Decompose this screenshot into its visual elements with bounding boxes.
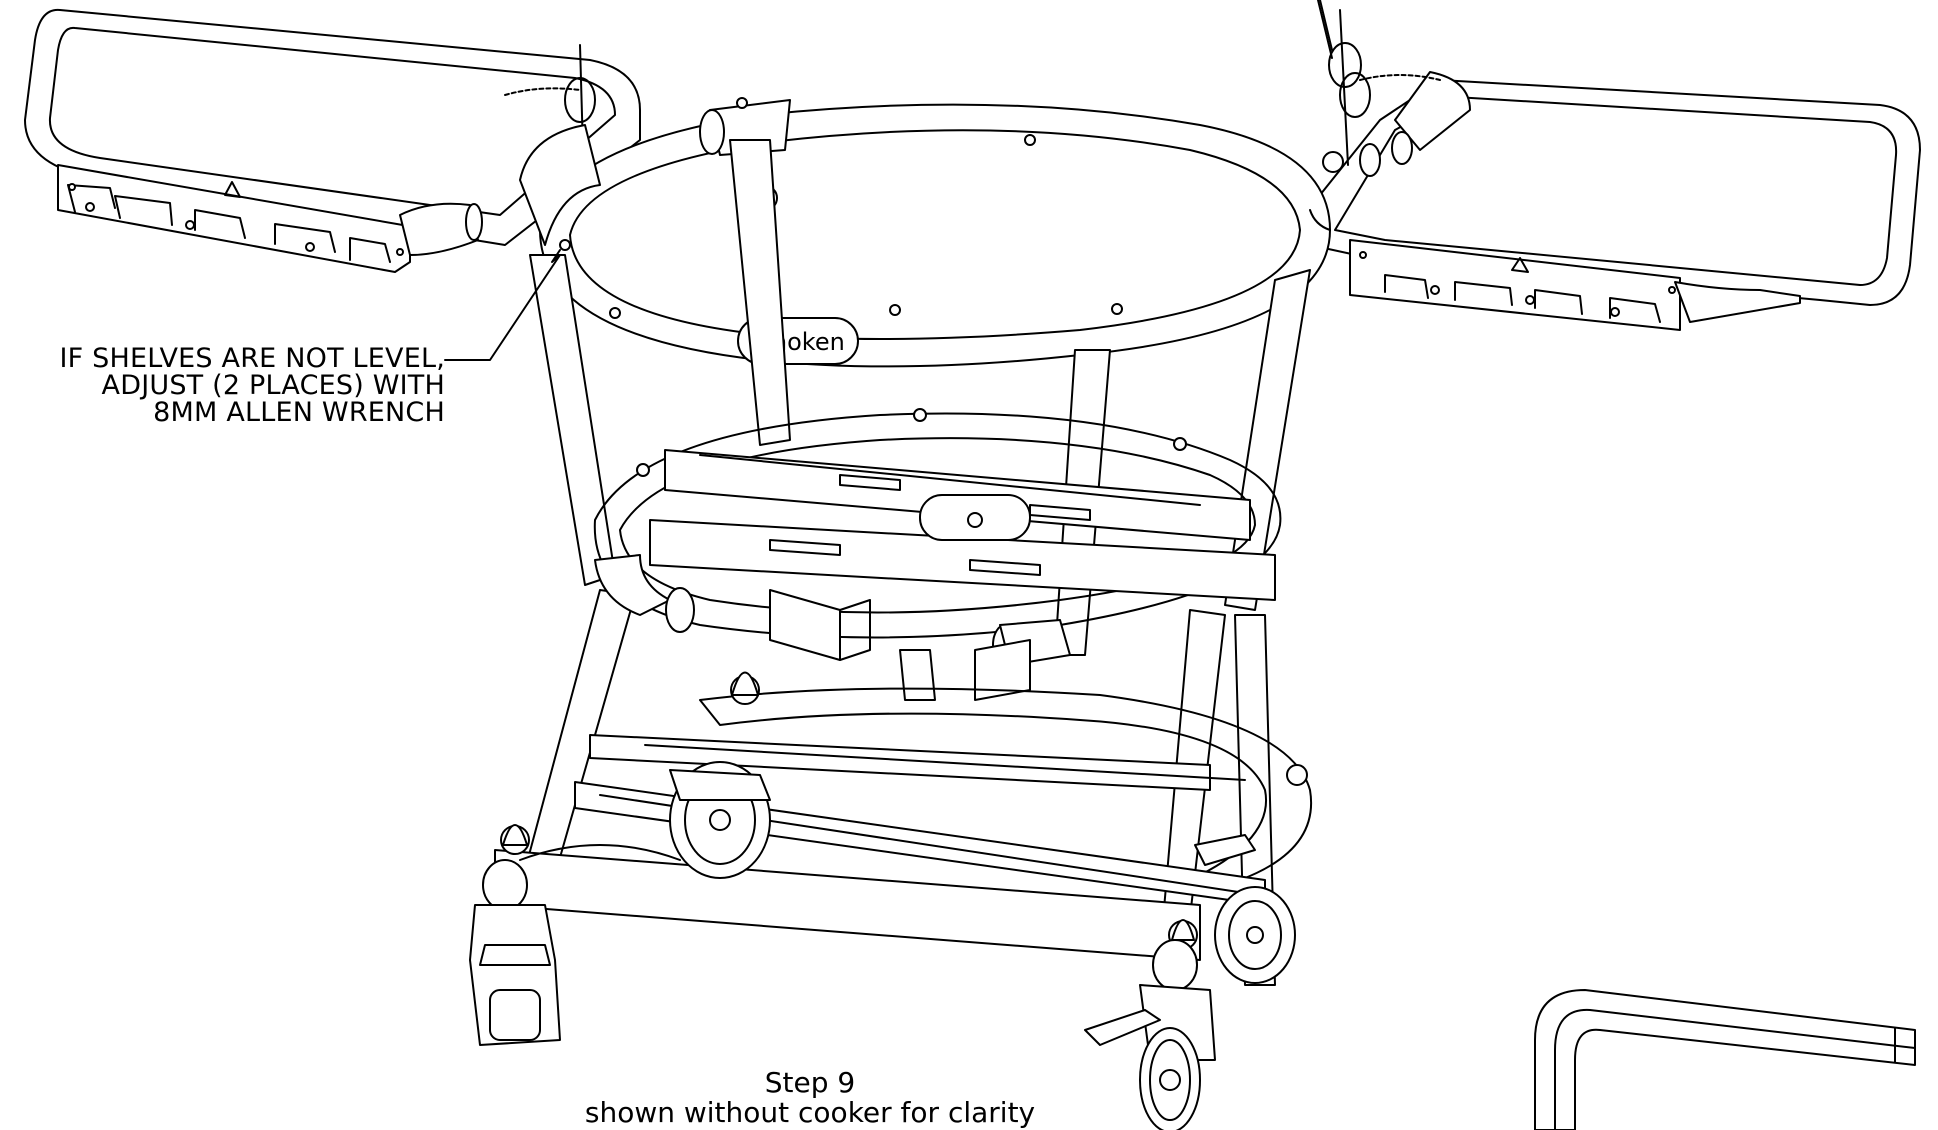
- shelf-level-callout: IF SHELVES ARE NOT LEVEL, ADJUST (2 PLAC…: [59, 345, 445, 426]
- caster-rear-right: [1194, 834, 1296, 984]
- middle-ring: [593, 408, 1282, 701]
- allen-wrench-illustration: [1534, 989, 1916, 1130]
- pin-leader-line: [1317, 0, 1333, 59]
- caster-front-left: [469, 859, 561, 1046]
- step-title: Step 9: [764, 1066, 856, 1099]
- callout-line-3: 8MM ALLEN WRENCH: [153, 397, 445, 428]
- callout-leader-line: [444, 249, 561, 361]
- left-shelf: [24, 8, 641, 273]
- right-shelf: [1299, 71, 1921, 331]
- step-caption: Step 9 shown without cooker for clarity: [500, 1068, 1120, 1128]
- callout-line-1: IF SHELVES ARE NOT LEVEL,: [59, 343, 445, 374]
- step-note: shown without cooker for clarity: [584, 1096, 1036, 1129]
- upper-ring: smoken: [519, 97, 1344, 368]
- callout-line-2: ADJUST (2 PLACES) WITH: [101, 370, 445, 401]
- caster-rear-left: [669, 761, 771, 879]
- caster-front-right: [1084, 939, 1216, 1130]
- hitch-pin-right: [1319, 0, 1441, 166]
